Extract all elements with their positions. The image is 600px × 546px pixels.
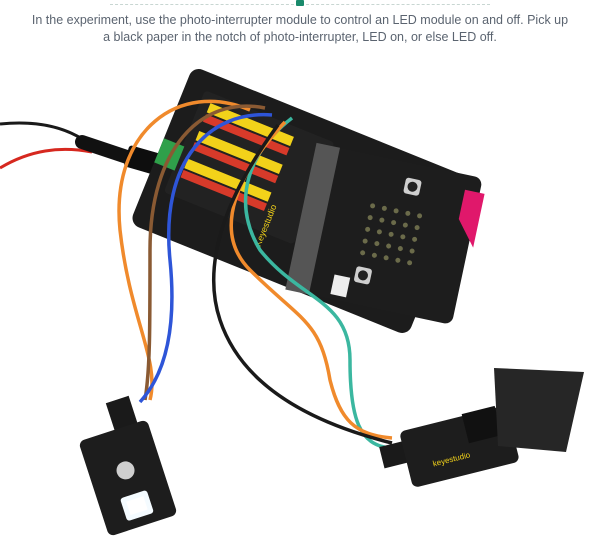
wire-teal-sensor [243, 116, 391, 450]
instruction-caption: In the experiment, use the photo-interru… [31, 13, 569, 44]
photo-interrupter-module: keyestudio [379, 405, 519, 487]
top-marker [296, 0, 304, 6]
power-cable-sleeve [75, 135, 137, 165]
led-module [79, 395, 177, 536]
led-matrix [360, 203, 423, 266]
microbit-board [285, 142, 485, 324]
power-cable-red [0, 147, 93, 170]
wire-black-sensor [211, 123, 393, 445]
wire-brown-led [143, 104, 266, 401]
wire-blue-led [138, 112, 273, 404]
black-paper [494, 368, 584, 452]
